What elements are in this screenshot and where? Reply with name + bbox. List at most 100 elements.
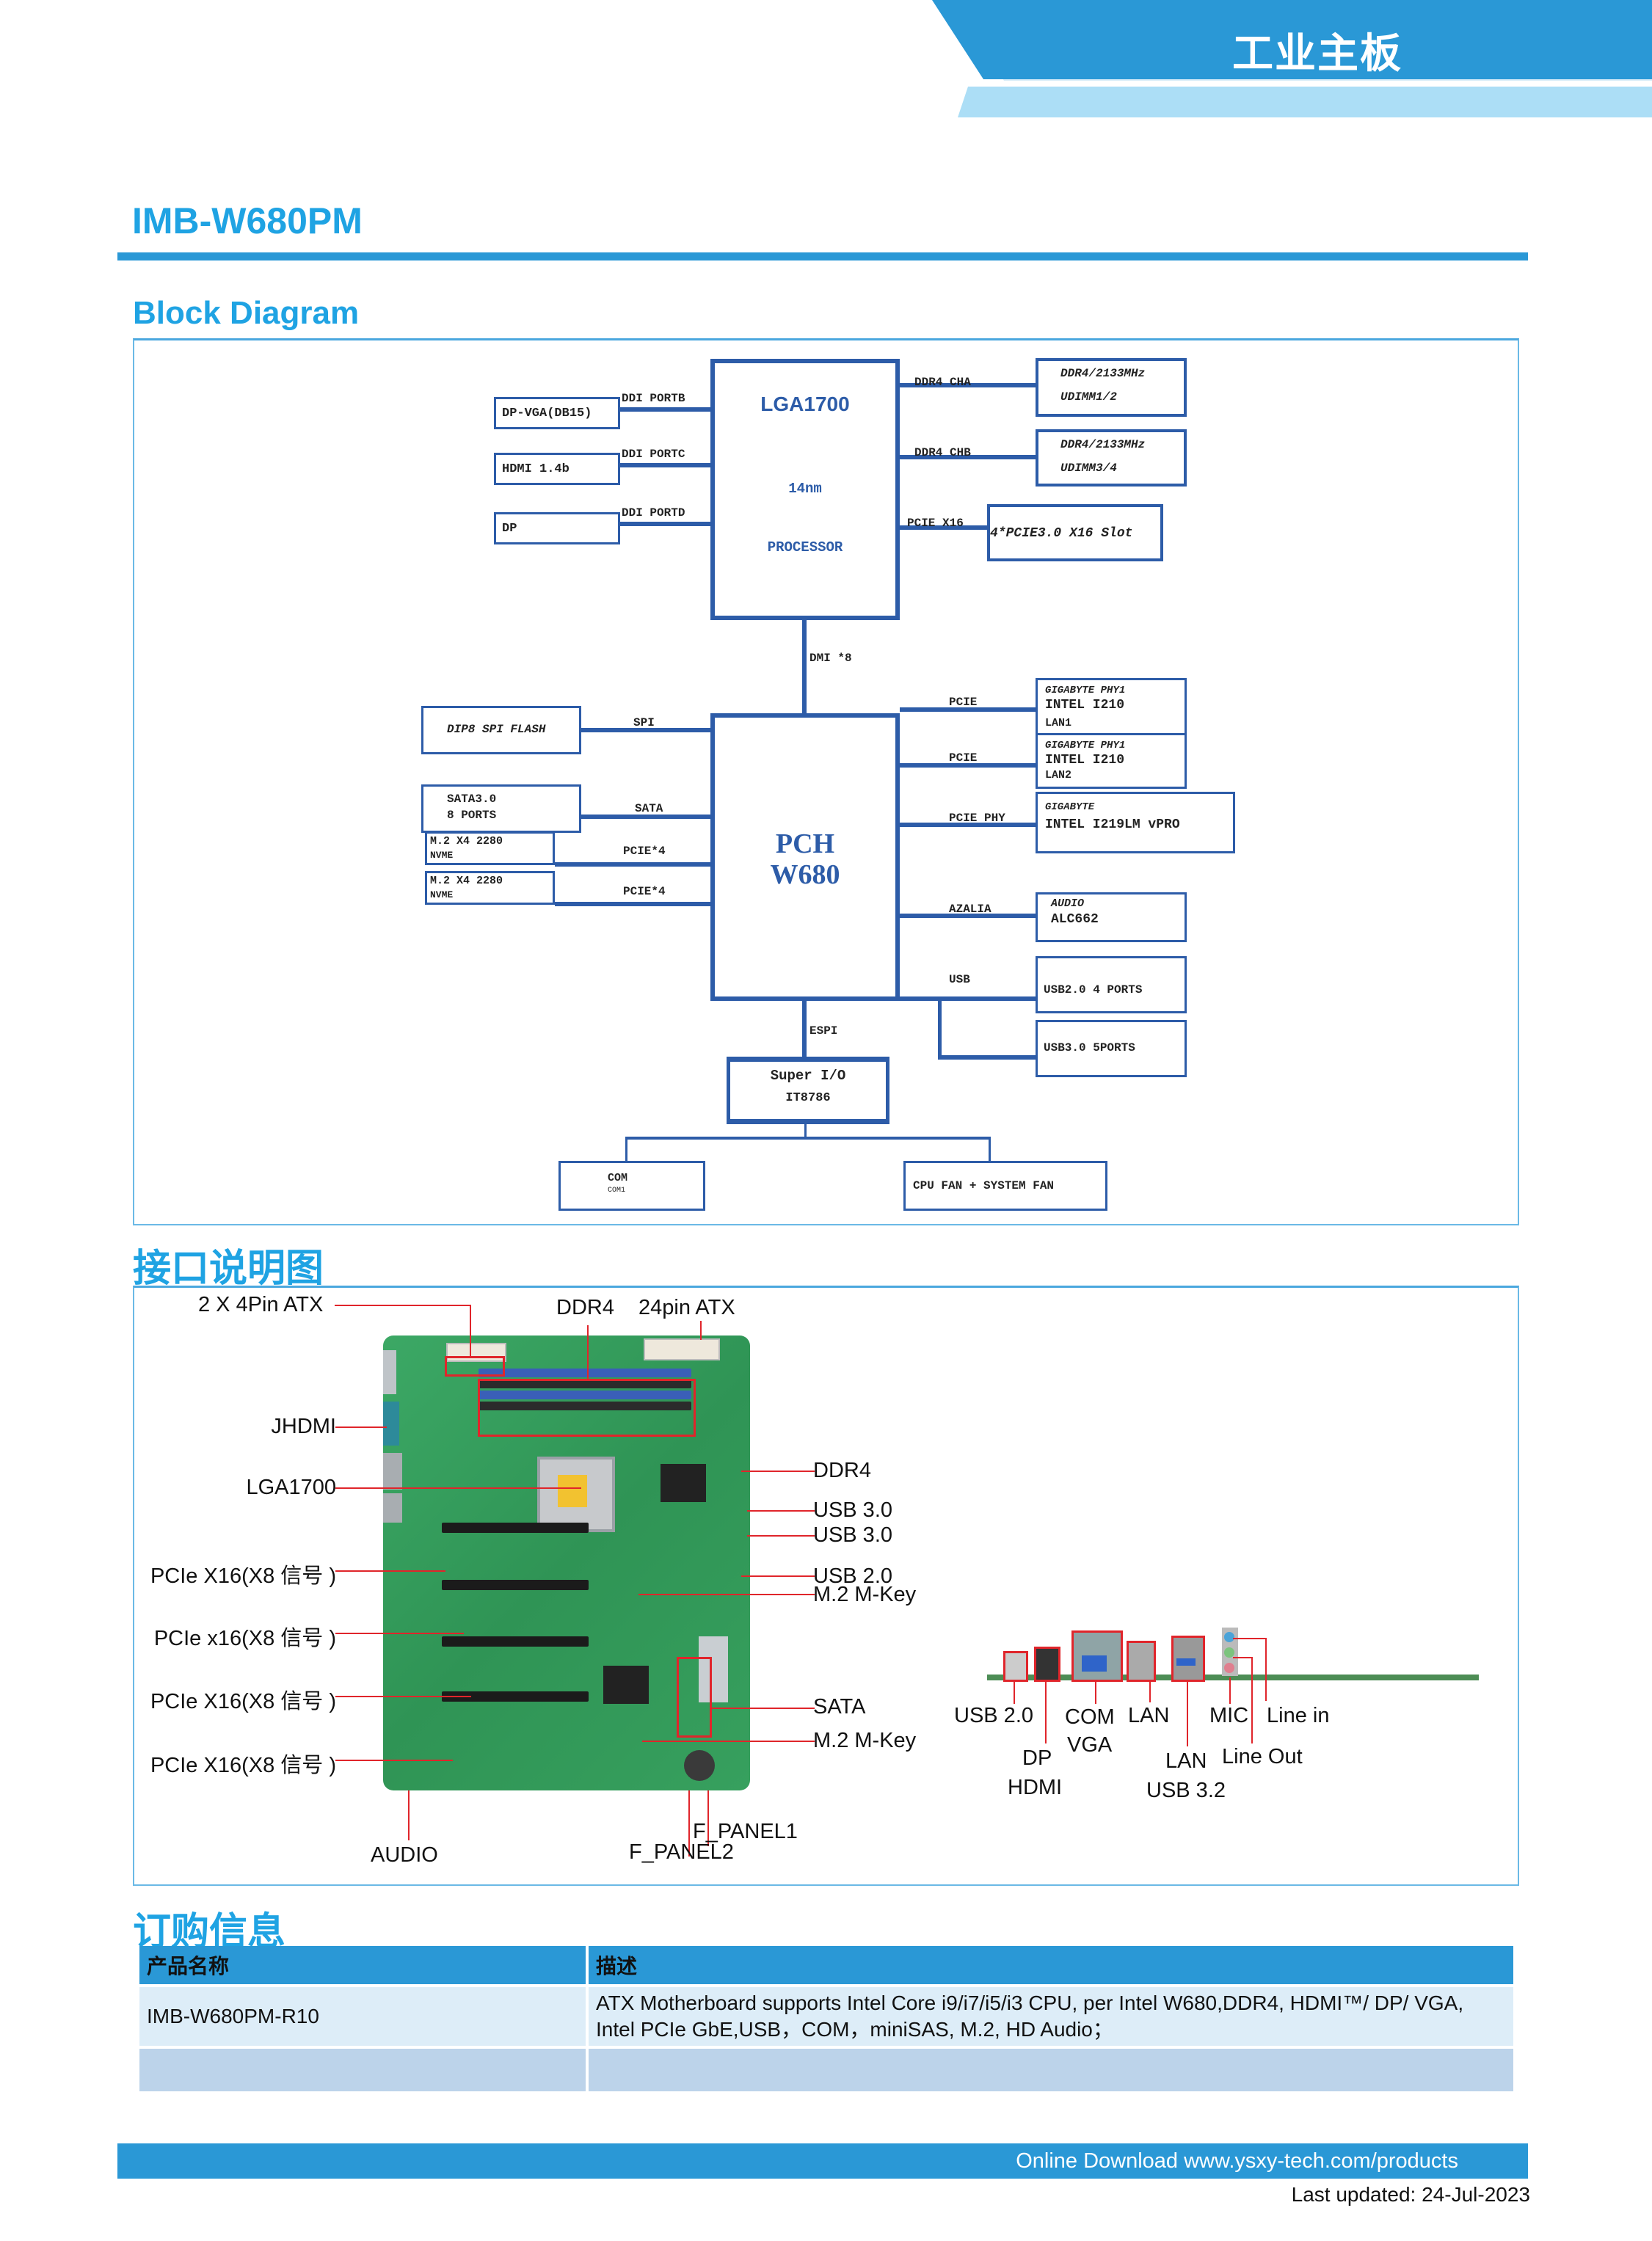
m2-nvme-box-2: M.2 X4 2280 NVME [425, 871, 555, 905]
header-banner [932, 0, 1652, 79]
label-ddr4-top: DDR4 [556, 1296, 614, 1319]
download-link[interactable]: Online Download www.ysxy-tech.com/produc… [1016, 2149, 1458, 2173]
table-row [139, 2049, 1513, 2091]
usb2-box: USB2.0 4 PORTS [1036, 956, 1187, 1013]
pcie4-label-1: PCIE*4 [623, 845, 666, 858]
column-header-desc: 描述 [589, 1946, 1513, 1984]
label-usb30-2: USB 3.0 [813, 1523, 892, 1547]
espi-label: ESPI [809, 1024, 838, 1038]
io-label-usb32: USB 3.2 [1146, 1779, 1226, 1802]
i219lm-box: GIGABYTE INTEL I219LM vPRO [1036, 792, 1235, 853]
header-strip [958, 87, 1652, 117]
footer-bar [117, 2143, 1528, 2179]
label-usb20: USB 2.0 [813, 1564, 892, 1588]
cpu-name: LGA1700 [760, 393, 850, 415]
pcie-slot-box: 4*PCIE3.0 X16 Slot [987, 504, 1163, 561]
last-updated: Last updated: 24-Jul-2023 [1291, 2183, 1530, 2206]
spi-flash-box: DIP8 SPI FLASH [421, 706, 581, 754]
interface-title: 接口说明图 [133, 1247, 324, 1291]
interface-diagram [133, 1286, 1519, 1886]
pch-box: PCH W680 [710, 713, 900, 1001]
io-label-lan-1: LAN [1128, 1704, 1170, 1727]
ddi-portd-label: DDI PORTD [622, 506, 685, 520]
label-m2-mkey-1: M.2 M-Key [813, 1583, 917, 1606]
label-24pin-atx: 24pin ATX [638, 1296, 735, 1319]
ddr4-chb-label: DDR4 CHB [914, 446, 971, 459]
pcie-phy-label: PCIE PHY [949, 812, 1005, 825]
dp-vga-box: DP-VGA(DB15) [494, 397, 620, 429]
ddr4-udimm34-box: DDR4/2133MHz UDIMM3/4 [1036, 429, 1187, 487]
table-header: 产品名称 描述 [139, 1946, 1513, 1984]
dmi-label: DMI *8 [809, 652, 852, 665]
label-pcie-slot-1: PCIe X16(X8 信号 ) [150, 1564, 336, 1588]
io-label-hdmi: HDMI [1008, 1776, 1063, 1799]
label-audio: AUDIO [371, 1843, 438, 1867]
io-panel-image [987, 1675, 1479, 1680]
model-title: IMB-W680PM [132, 200, 363, 241]
usb3-box: USB3.0 5PORTS [1036, 1020, 1187, 1077]
lan1-box: GIGABYTE PHY1 INTEL I210 LAN1 [1036, 678, 1187, 735]
label-fpanel1: F_PANEL1 [693, 1820, 798, 1843]
m2-nvme-box-1: M.2 X4 2280 NVME [425, 831, 555, 865]
atx4-highlight [445, 1356, 505, 1377]
label-jhdmi: JHDMI [271, 1415, 336, 1438]
product-name [139, 2049, 586, 2091]
product-name: IMB-W680PM-R10 [139, 1987, 586, 2046]
audio-box: AUDIO ALC662 [1036, 892, 1187, 942]
label-pcie-slot-4: PCIe X16(X8 信号 ) [150, 1754, 336, 1777]
super-io-box: Super I/O IT8786 [727, 1057, 889, 1124]
io-label-mic: MIC [1209, 1704, 1249, 1727]
ddr4-cha-label: DDR4 CHA [914, 376, 971, 389]
com-box: COM COM1 [558, 1161, 705, 1211]
cpu-box: LGA1700 14nm PROCESSOR [710, 359, 900, 620]
motherboard-image [383, 1336, 750, 1790]
io-label-line-in: Line in [1267, 1704, 1330, 1727]
io-label-dp: DP [1022, 1746, 1052, 1770]
dp-box: DP [494, 512, 620, 544]
block-diagram: LGA1700 14nm PROCESSOR DP-VGA(DB15) HDMI… [133, 338, 1519, 1225]
title-rule [117, 252, 1528, 260]
io-dp-hdmi [1034, 1647, 1060, 1682]
fan-box: CPU FAN + SYSTEM FAN [903, 1161, 1107, 1211]
io-lan [1127, 1641, 1156, 1682]
sata-box: SATA3.0 8 PORTS [421, 784, 581, 833]
label-pcie-slot-3: PCIe X16(X8 信号 ) [150, 1690, 336, 1713]
label-ddr4-right: DDR4 [813, 1459, 871, 1482]
ddr4-udimm12-box: DDR4/2133MHz UDIMM1/2 [1036, 358, 1187, 417]
label-4pin-atx: 2 X 4Pin ATX [198, 1293, 324, 1316]
io-usb20 [1003, 1651, 1028, 1682]
lan2-box: GIGABYTE PHY1 INTEL I210 LAN2 [1036, 733, 1187, 789]
ddr4-highlight [478, 1379, 696, 1437]
label-usb30-1: USB 3.0 [813, 1498, 892, 1522]
cpu-process: 14nm [788, 481, 822, 497]
category-title: 工业主板 [1232, 30, 1402, 78]
ddi-portb-label: DDI PORTB [622, 392, 685, 405]
order-table: 产品名称 描述 IMB-W680PM-R10 ATX Motherboard s… [137, 1943, 1516, 2094]
pcie-label-1: PCIE [949, 696, 978, 709]
table-row: IMB-W680PM-R10 ATX Motherboard supports … [139, 1987, 1513, 2046]
label-sata: SATA [813, 1695, 866, 1719]
spi-label: SPI [633, 716, 655, 729]
label-lga1700: LGA1700 [246, 1476, 336, 1499]
product-desc: ATX Motherboard supports Intel Core i9/i… [589, 1987, 1513, 2046]
label-fpanel2: F_PANEL2 [629, 1840, 734, 1864]
label-pcie-slot-2: PCIe x16(X8 信号 ) [153, 1627, 336, 1650]
column-header-name: 产品名称 [139, 1946, 586, 1984]
pcie4-label-2: PCIE*4 [623, 885, 666, 898]
ddi-portc-label: DDI PORTC [622, 448, 685, 461]
io-label-vga: VGA [1067, 1733, 1113, 1757]
label-m2-mkey-2: M.2 M-Key [813, 1729, 917, 1752]
pcie-x16-label: PCIE X16 [907, 517, 964, 530]
azalia-label: AZALIA [949, 903, 991, 916]
io-label-com: COM [1065, 1705, 1115, 1729]
pcie-label-2: PCIE [949, 751, 978, 765]
block-diagram-title: Block Diagram [133, 295, 360, 331]
sata-label: SATA [635, 802, 663, 815]
usb-label: USB [949, 973, 970, 986]
product-desc [589, 2049, 1513, 2091]
io-label-lan-2: LAN [1165, 1749, 1207, 1773]
hdmi-box: HDMI 1.4b [494, 453, 620, 485]
io-label-line-out: Line Out [1222, 1745, 1303, 1768]
io-label-usb20: USB 2.0 [954, 1704, 1033, 1727]
cpu-type: PROCESSOR [767, 539, 843, 555]
